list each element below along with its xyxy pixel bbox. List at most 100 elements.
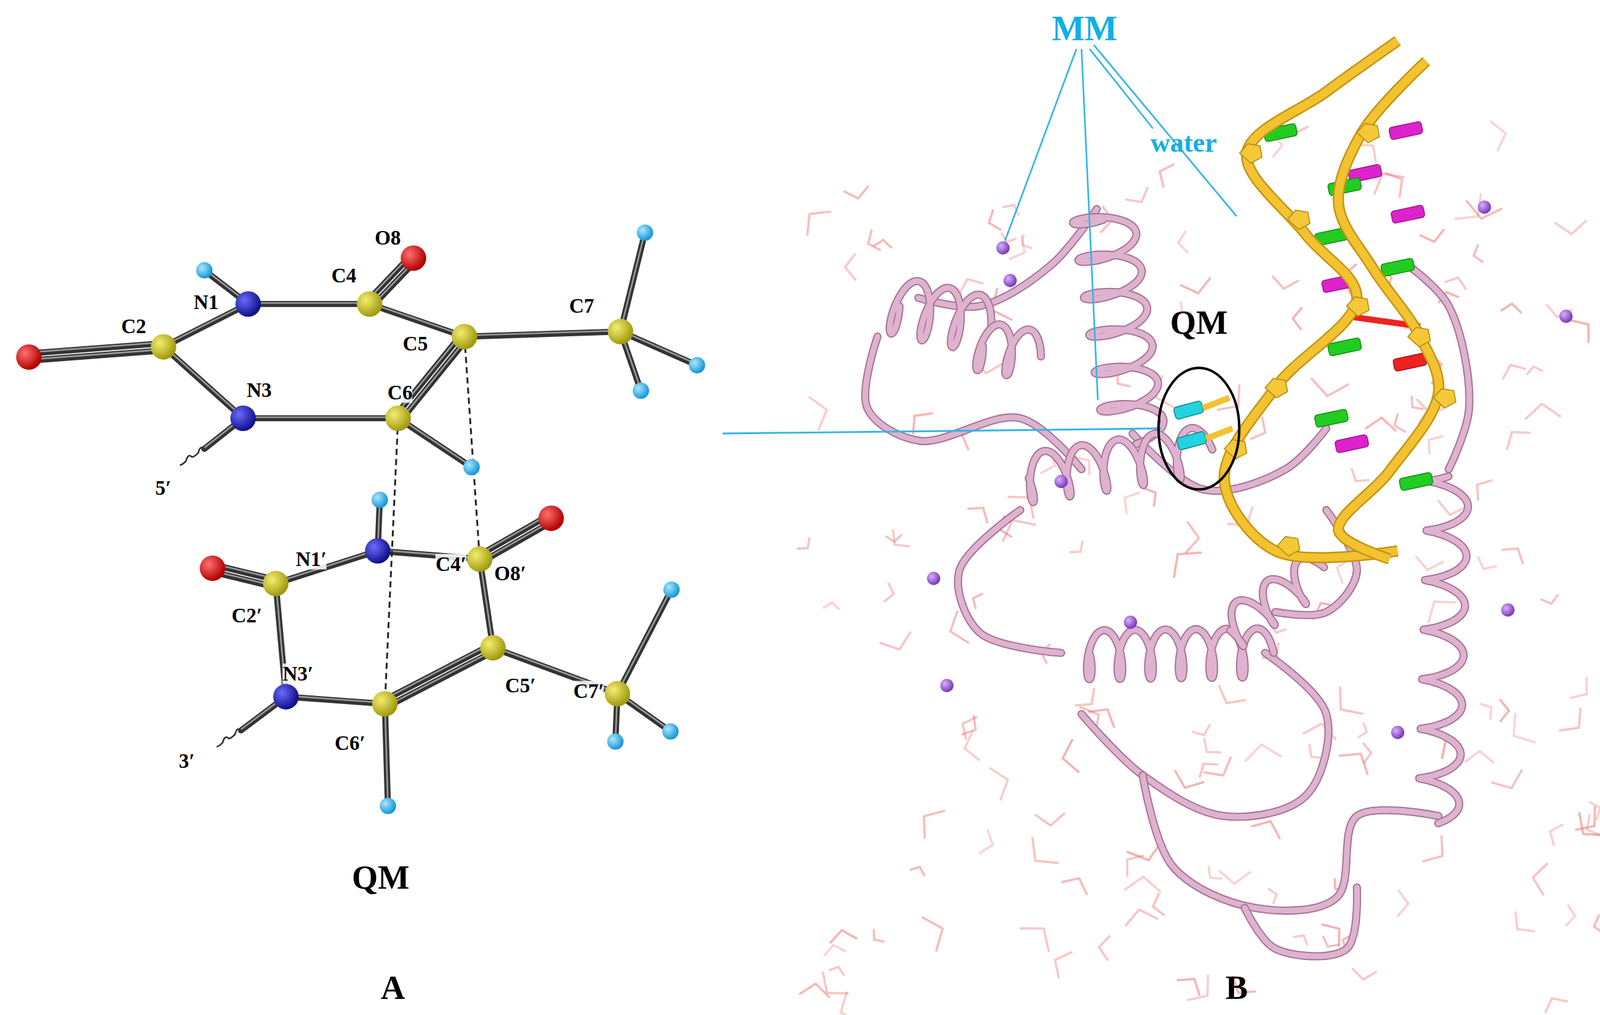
bond-highlight	[620, 231, 646, 331]
bond	[398, 417, 472, 467]
water-molecule	[1032, 837, 1059, 864]
atom	[16, 344, 42, 370]
atom	[463, 458, 480, 475]
atom	[400, 245, 427, 271]
atom-label: C7	[569, 295, 594, 317]
water-molecule	[1351, 468, 1370, 482]
atom	[356, 291, 383, 317]
water-molecule	[1251, 821, 1281, 840]
alpha-helix-outline	[1073, 217, 1164, 445]
water-molecule	[1569, 676, 1587, 698]
qm-thymine-link	[1206, 428, 1233, 439]
atom	[538, 505, 564, 531]
atom	[364, 538, 391, 564]
atom	[235, 291, 261, 317]
qm-ellipse	[1156, 365, 1242, 492]
atom	[632, 382, 649, 399]
water-molecule	[1203, 756, 1231, 776]
sugar	[1239, 143, 1262, 163]
atom	[604, 681, 631, 707]
water-molecule	[808, 396, 827, 431]
bond	[248, 300, 370, 308]
water-molecule	[1338, 753, 1368, 775]
water-molecule	[1180, 277, 1211, 293]
water-molecule	[1125, 909, 1158, 927]
water-molecule	[1339, 686, 1363, 714]
water-molecule	[1009, 235, 1025, 260]
water-molecule	[978, 829, 993, 854]
water-molecule	[1292, 934, 1308, 945]
panel-label: A	[380, 970, 405, 1005]
water-molecule	[1074, 687, 1095, 706]
water-molecule	[822, 971, 849, 994]
atom	[663, 581, 680, 598]
bond-highlight	[383, 643, 492, 700]
water-molecule	[1178, 230, 1189, 254]
water-molecule	[1322, 935, 1340, 947]
water-molecule	[1500, 303, 1522, 313]
strand-end-label: 3′	[178, 751, 196, 772]
water-molecule	[1559, 707, 1581, 731]
sugar	[1277, 536, 1300, 556]
wavy-bond	[216, 728, 242, 747]
water-molecule	[824, 944, 846, 956]
water-molecule	[829, 930, 857, 944]
water-molecule	[1415, 556, 1444, 570]
atom-label: N3′	[282, 663, 314, 684]
water-molecule	[1203, 738, 1222, 753]
atom	[273, 683, 299, 709]
water-molecule	[1540, 594, 1559, 604]
water-molecule	[1411, 395, 1425, 410]
protein-loop	[1244, 887, 1357, 957]
water-molecule	[964, 730, 981, 761]
atom	[607, 733, 624, 750]
alpha-helix	[889, 281, 992, 348]
water-molecule	[1185, 521, 1200, 553]
water-molecule	[989, 767, 1009, 800]
water-molecule	[1177, 978, 1200, 996]
ion	[996, 241, 1010, 255]
water-molecule	[1515, 911, 1535, 932]
alpha-helix-outline	[1419, 476, 1469, 823]
alpha-helix-outline	[976, 324, 1042, 376]
atom-label: C4′	[435, 554, 467, 575]
water-molecule	[1544, 998, 1568, 1014]
atom-label: C6′	[334, 732, 366, 753]
water-molecule	[921, 917, 944, 952]
atom	[196, 261, 213, 279]
bond	[383, 644, 492, 701]
water-molecule	[1565, 904, 1576, 926]
leader-line	[1089, 48, 1153, 129]
water-molecule	[879, 631, 911, 650]
water-molecule	[1272, 276, 1300, 289]
dna-duplex	[1173, 40, 1456, 560]
water-molecule	[1397, 889, 1409, 917]
water-molecule	[843, 185, 869, 199]
water-molecule	[1513, 712, 1536, 743]
bond-highlight	[243, 416, 399, 418]
water-molecule	[1062, 739, 1079, 773]
bond	[386, 650, 495, 708]
water-molecule	[1499, 699, 1509, 722]
bond-highlight	[369, 302, 465, 336]
water-molecule	[1191, 723, 1211, 735]
water-molecule	[1124, 876, 1161, 893]
dna-backbone	[1338, 61, 1439, 560]
water-molecule	[1473, 244, 1483, 262]
nucleobase	[1388, 121, 1424, 140]
water-molecule	[1506, 432, 1531, 451]
atom	[200, 555, 226, 581]
alpha-helix-outline	[1028, 427, 1213, 503]
water-molecule	[1219, 870, 1251, 884]
nucleobase	[1380, 257, 1415, 277]
water-molecule	[1570, 320, 1589, 344]
atom	[385, 405, 411, 431]
atom	[451, 323, 477, 350]
water-molecule	[1466, 200, 1503, 219]
bond-highlight	[386, 649, 495, 706]
bond-highlight	[28, 342, 163, 353]
water-molecule	[1055, 951, 1073, 979]
protein-loop-outline	[957, 510, 1061, 654]
water-molecule	[1490, 120, 1506, 152]
